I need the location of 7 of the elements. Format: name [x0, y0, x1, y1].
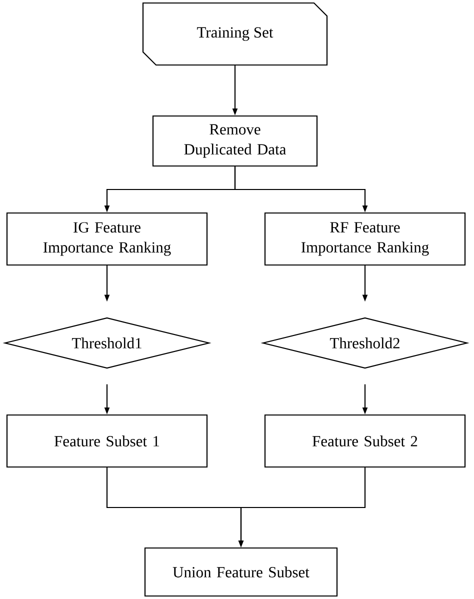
- process-box: RF Feature Importance Ranking: [264, 212, 466, 266]
- process-box: Feature Subset 2: [264, 414, 466, 468]
- process-box: IG Feature Importance Ranking: [6, 212, 208, 266]
- process-box: Feature Subset 1: [6, 414, 208, 468]
- input-card: Training Set: [142, 2, 328, 66]
- process-box: Remove Duplicated Data: [152, 115, 318, 167]
- process-box: Union Feature Subset: [144, 547, 338, 597]
